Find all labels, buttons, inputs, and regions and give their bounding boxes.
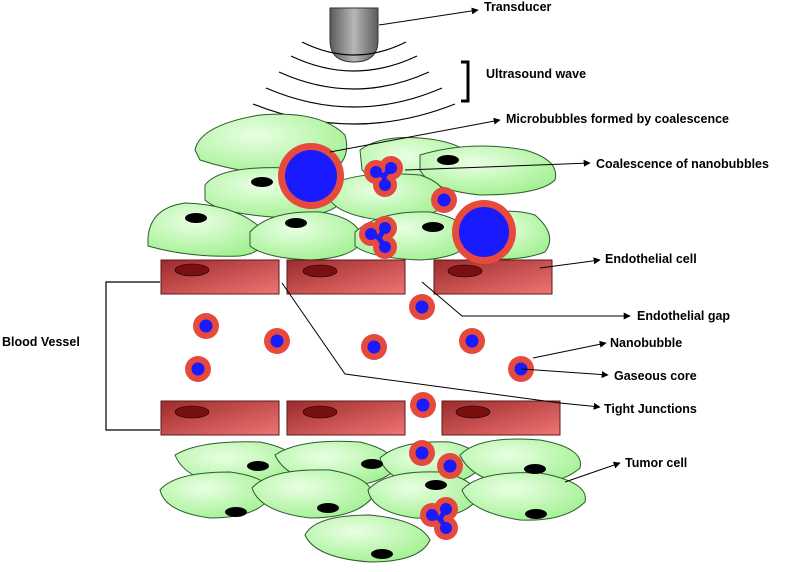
endothelial-cell [286, 400, 406, 436]
label-gaseous-core: Gaseous core [614, 369, 697, 383]
label-endothelial-gap: Endothelial gap [637, 309, 730, 323]
label-ultrasound-wave: Ultrasound wave [486, 67, 586, 81]
label-tight-junctions: Tight Junctions [604, 402, 697, 416]
blood-vessel-bracket [105, 281, 160, 431]
annotation-arrows [281, 7, 631, 483]
coalescing-cluster [364, 156, 403, 197]
endothelial-nucleus [447, 264, 483, 278]
nanobubble [185, 356, 211, 382]
label-nanobubble: Nanobubble [610, 336, 682, 350]
lower-tumor-cells [159, 438, 586, 563]
endothelial-cell [160, 400, 280, 436]
tumor-cell-nucleus [225, 459, 547, 559]
nanobubble [431, 187, 457, 213]
endothelial-nucleus [174, 263, 210, 277]
endothelial-nucleus [302, 264, 338, 278]
endothelial-nucleus [302, 405, 338, 419]
transducer-probe [329, 7, 379, 63]
endothelial-cell [286, 259, 406, 295]
endothelial-nucleus [174, 405, 210, 419]
endothelial-cell [160, 259, 280, 295]
endothelial-cells-top [160, 259, 553, 295]
endothelial-cells-bottom [160, 400, 561, 436]
tumor-cell-nucleus [185, 155, 459, 232]
label-tumor-cell: Tumor cell [625, 456, 687, 470]
nanobubble [508, 356, 534, 382]
nanobubbles [185, 187, 534, 479]
nanobubble [409, 440, 435, 466]
endothelial-cell [441, 400, 561, 436]
ultrasound-waves [252, 41, 456, 125]
label-coalescence: Coalescence of nanobubbles [596, 157, 769, 171]
label-blood-vessel: Blood Vessel [2, 335, 80, 349]
tumor-cell [251, 469, 373, 519]
tumor-cell [304, 514, 431, 563]
tumor-cell [159, 471, 271, 519]
nanobubble [193, 313, 219, 339]
nanobubble [361, 334, 387, 360]
endothelial-nucleus [455, 405, 491, 419]
nanobubble [459, 328, 485, 354]
nanobubble [410, 392, 436, 418]
nanobubble [437, 453, 463, 479]
microbubbles [278, 143, 516, 264]
ultrasound-wave-bracket [461, 60, 470, 103]
label-microbubbles: Microbubbles formed by coalescence [506, 112, 729, 126]
label-transducer: Transducer [484, 0, 552, 14]
tumor-cell [461, 472, 586, 521]
endothelial-cell [433, 259, 553, 295]
coalescing-cluster [420, 497, 458, 540]
nanobubble [409, 294, 435, 320]
coalescing-cluster [359, 216, 397, 259]
nanobubble [264, 328, 290, 354]
label-endothelial-cell: Endothelial cell [605, 252, 697, 266]
coalescing-nanobubble-clusters [359, 156, 458, 540]
